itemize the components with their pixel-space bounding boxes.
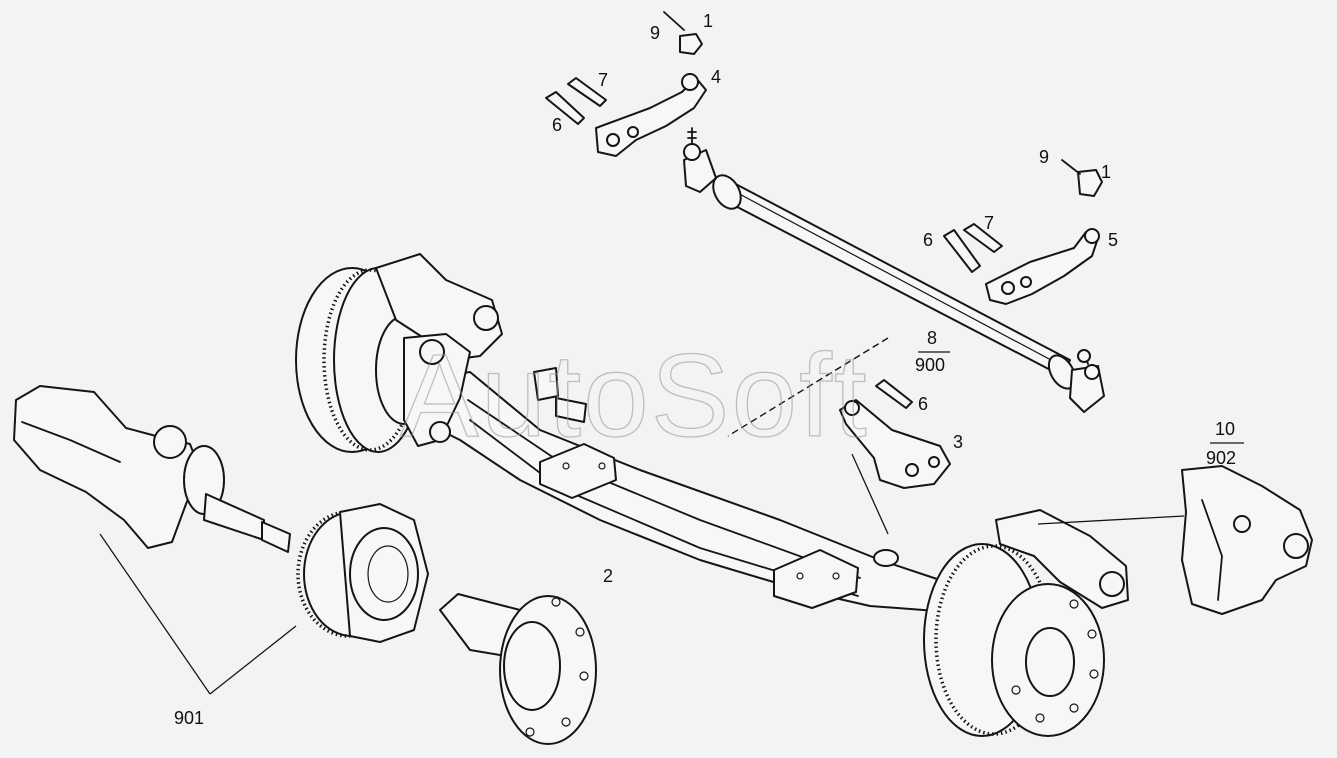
label-1-right: 1 — [1101, 162, 1111, 182]
right-brake-drum — [923, 509, 1129, 737]
knuckle-detail-right — [1181, 465, 1313, 615]
callout-labels: 1 9 4 7 6 9 1 7 6 5 8 900 6 3 10 902 2 9… — [174, 11, 1236, 728]
left-brake-drum — [295, 253, 503, 453]
label-2: 2 — [603, 566, 613, 586]
label-902: 902 — [1206, 448, 1236, 468]
leader-lines — [99, 337, 1244, 695]
tie-rod — [683, 127, 1105, 413]
label-9-top: 9 — [650, 23, 660, 43]
label-901: 901 — [174, 708, 204, 728]
steering-knuckle-exploded — [13, 385, 291, 553]
label-8: 8 — [927, 328, 937, 348]
label-4: 4 — [711, 67, 721, 87]
steering-drop-arm — [839, 379, 951, 489]
wheel-hub-exploded — [439, 593, 597, 745]
label-6-center: 6 — [918, 394, 928, 414]
label-1-top: 1 — [703, 11, 713, 31]
label-3: 3 — [953, 432, 963, 452]
label-6-left: 6 — [552, 115, 562, 135]
label-900: 900 — [915, 355, 945, 375]
label-7-right: 7 — [984, 213, 994, 233]
steering-arm-right — [943, 159, 1103, 305]
brake-drum-exploded — [296, 503, 429, 643]
label-6-right: 6 — [923, 230, 933, 250]
steering-arm-left — [545, 11, 707, 157]
axle-beam — [419, 367, 951, 613]
label-10: 10 — [1215, 419, 1235, 439]
label-7-left: 7 — [598, 70, 608, 90]
label-5: 5 — [1108, 230, 1118, 250]
label-9-right: 9 — [1039, 147, 1049, 167]
watermark-text: AutoSoft — [400, 330, 869, 462]
